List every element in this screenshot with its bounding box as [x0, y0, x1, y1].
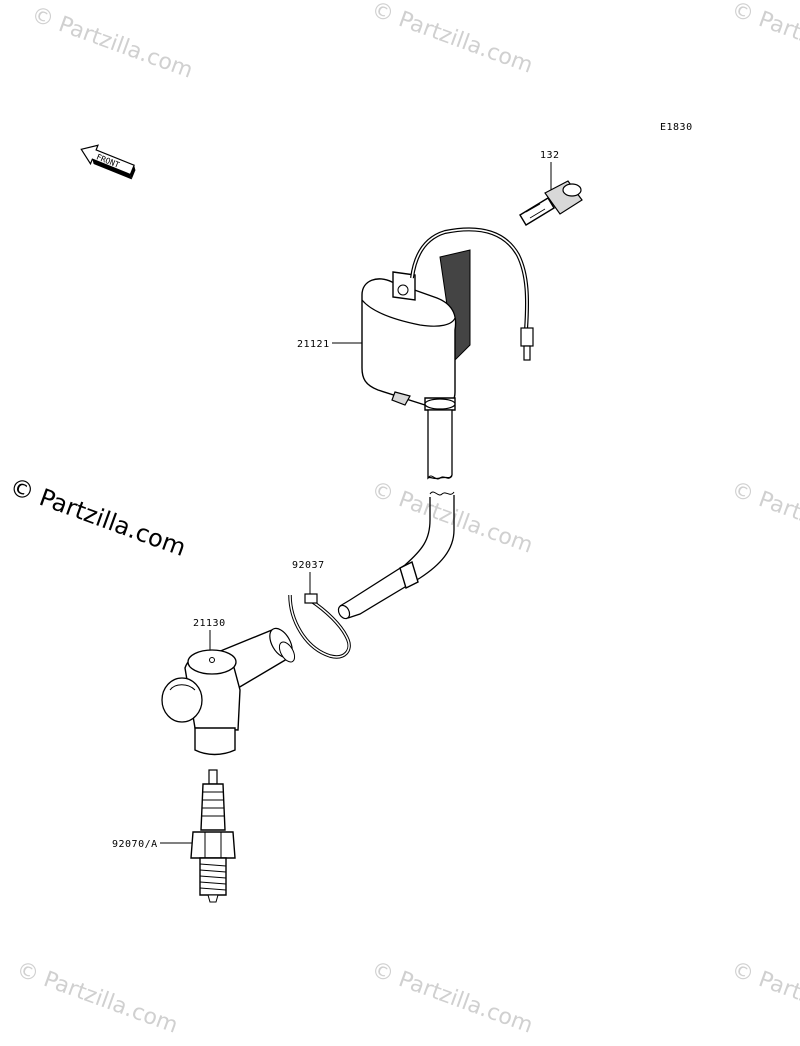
part-number-coil: 21121 — [297, 339, 330, 350]
part-number-plug: 92070/A — [112, 839, 158, 850]
watermark: © Partzilla.com — [13, 957, 181, 1039]
part-number-cap: 21130 — [193, 618, 226, 629]
watermark: © Partzilla.com — [368, 477, 536, 559]
diagram-code: E1830 — [660, 122, 693, 133]
watermark: © Partzilla.com — [28, 2, 196, 84]
watermark: © Partzilla.com — [728, 0, 800, 79]
watermark-dark: © Partzilla.com — [6, 472, 190, 562]
watermark: © Partzilla.com — [368, 957, 536, 1039]
part-number-clamp: 92037 — [292, 560, 325, 571]
watermark: © Partzilla.com — [368, 0, 536, 79]
part-number-bolt: 132 — [540, 150, 560, 161]
watermark: © Partzilla.com — [728, 477, 800, 559]
clamp-92037: 92037 — [288, 560, 351, 659]
spark-plug-92070A: 92070/A — [112, 769, 236, 903]
bolt-132: 132 — [519, 150, 583, 226]
watermark: © Partzilla.com — [728, 957, 800, 1039]
plug-cap-21130: 21130 — [161, 618, 296, 756]
front-arrow-icon: FRONT — [80, 144, 136, 180]
ht-lead — [337, 409, 455, 620]
ignition-coil-21121: 21121 — [297, 227, 534, 411]
